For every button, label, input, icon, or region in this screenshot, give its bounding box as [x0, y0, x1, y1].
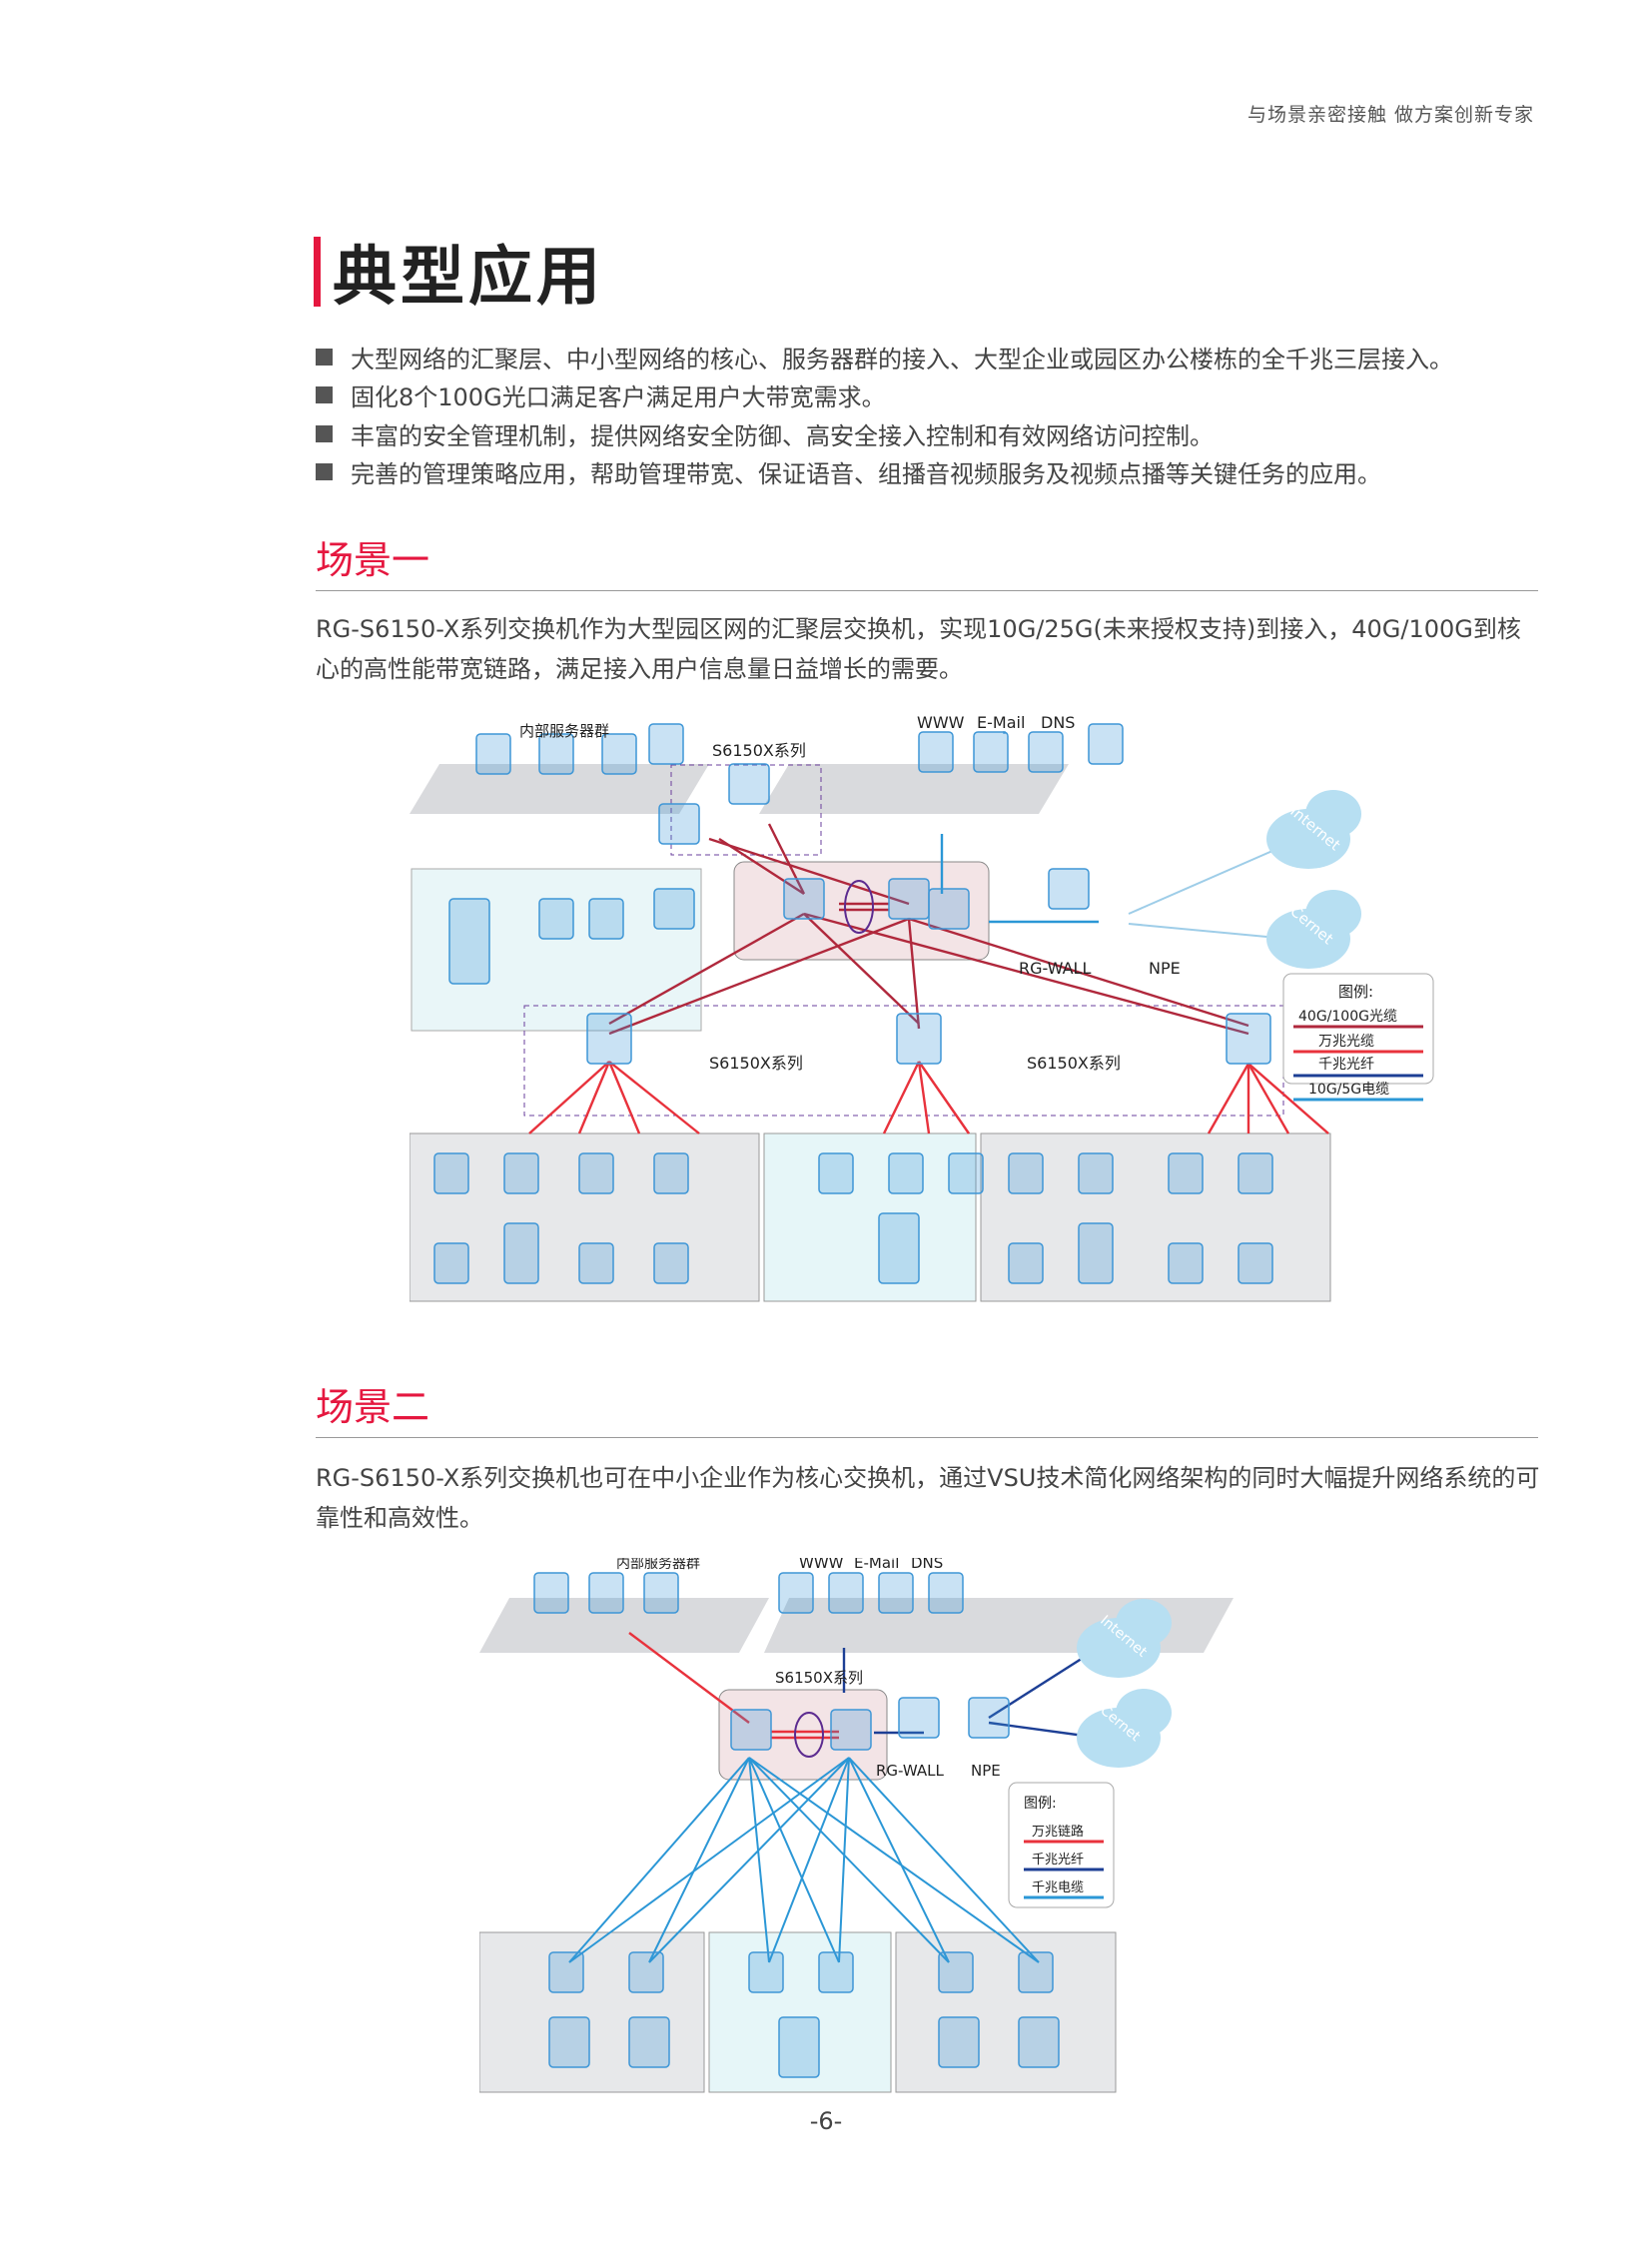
bullet-square-icon — [316, 424, 333, 442]
list-item: 大型网络的汇聚层、中小型网络的核心、服务器群的接入、大型企业或园区办公楼栋的全千… — [316, 338, 1544, 376]
label-rgwall: RG-WALL — [1019, 959, 1091, 978]
server-platform — [759, 764, 1069, 814]
access-area-left — [479, 1931, 705, 2093]
cloud-icons — [1077, 1599, 1172, 1768]
scene1-diagram: 内部服务器群 S6150X系列 WWW E-Mail DNS RG-WALL N… — [410, 714, 1434, 1302]
server-platform — [479, 1598, 769, 1653]
label-dns: DNS — [1041, 714, 1075, 732]
label-email: E-Mail — [854, 1558, 899, 1572]
legend-label: 10G/5G电缆 — [1308, 1082, 1389, 1098]
label-npe: NPE — [971, 1762, 1001, 1780]
bullet-square-icon — [316, 463, 333, 481]
server-platform — [410, 764, 709, 814]
legend-label: 千兆电缆 — [1032, 1879, 1084, 1895]
legend-box — [1008, 1782, 1115, 1908]
bullet-square-icon — [316, 386, 333, 404]
links-cable — [940, 834, 1099, 924]
page-title-text: 典型应用 — [333, 241, 604, 315]
links-40g — [608, 823, 1249, 1036]
legend-box — [1282, 973, 1434, 1085]
device-icons — [533, 1572, 1060, 2078]
core-vsu-box — [718, 1689, 888, 1781]
scene1-title: 场景一 — [316, 529, 1538, 591]
page-number: -6- — [809, 2107, 843, 2135]
title-accent-bar — [314, 237, 321, 307]
header-tagline: 与场景亲密接触 做方案创新专家 — [1246, 104, 1534, 126]
scene2-diagram: 内部服务器群 WWW E-Mail DNS S6150X系列 RG-WALL N… — [479, 1558, 1234, 2093]
access-area-right — [895, 1931, 1117, 2093]
list-item: 丰富的安全管理机制，提供网络安全防御、高安全接入控制和有效网络访问控制。 — [316, 414, 1544, 453]
label-dns: DNS — [911, 1558, 943, 1572]
access-area-center — [708, 1931, 892, 2093]
legend-label: 万兆光缆 — [1318, 1034, 1374, 1050]
vsu-ring-icon — [794, 1712, 824, 1758]
list-item: 固化8个100G光口满足客户满足用户大带宽需求。 — [316, 376, 1544, 415]
access-area-center — [763, 1132, 977, 1302]
label-email: E-Mail — [977, 714, 1025, 732]
legend-label: 千兆光纤 — [1318, 1057, 1374, 1073]
list-item: 完善的管理策略应用，帮助管理带宽、保证语音、组播音视频服务及视频点播等关键任务的… — [316, 453, 1544, 492]
scene2-description: RG-S6150-X系列交换机也可在中小企业作为核心交换机，通过VSU技术简化网… — [316, 1464, 1540, 1532]
feature-list: 大型网络的汇聚层、中小型网络的核心、服务器群的接入、大型企业或园区办公楼栋的全千… — [316, 338, 1544, 491]
label-npe: NPE — [1149, 959, 1181, 978]
label-series: S6150X系列 — [775, 1669, 863, 1687]
links-10g — [628, 1632, 839, 1740]
label-series-left: S6150X系列 — [709, 1054, 803, 1073]
scene2-title: 场景二 — [316, 1376, 1538, 1438]
legend-label: 千兆光纤 — [1032, 1853, 1084, 1868]
vsu-ring-icon — [844, 880, 874, 934]
legend-label: 万兆链路 — [1032, 1824, 1084, 1840]
label-www: WWW — [917, 714, 965, 732]
label-series-right: S6150X系列 — [1027, 1054, 1121, 1073]
links-internet — [1128, 843, 1289, 940]
cloud-icons — [1266, 790, 1361, 969]
label-series-top: S6150X系列 — [712, 741, 806, 760]
legend-title: 图例: — [1024, 1796, 1057, 1812]
series-top-box — [670, 764, 822, 856]
label-www: WWW — [799, 1558, 844, 1572]
bullet-square-icon — [316, 348, 333, 366]
links-cable — [568, 1757, 1040, 1963]
scene1-description: RG-S6150-X系列交换机作为大型园区网的汇聚层交换机，实现10G/25G(… — [316, 615, 1521, 683]
links-10g — [528, 1061, 1329, 1134]
area-left — [411, 868, 702, 1032]
page-title: 典型应用 — [314, 236, 604, 315]
label-server-cluster: 内部服务器群 — [616, 1558, 700, 1572]
legend-title: 图例: — [1338, 983, 1373, 1001]
legend-label: 40G/100G光缆 — [1298, 1009, 1397, 1025]
label-rgwall: RG-WALL — [876, 1762, 944, 1780]
device-icons — [433, 723, 1273, 1284]
label-server-cluster: 内部服务器群 — [519, 722, 609, 740]
